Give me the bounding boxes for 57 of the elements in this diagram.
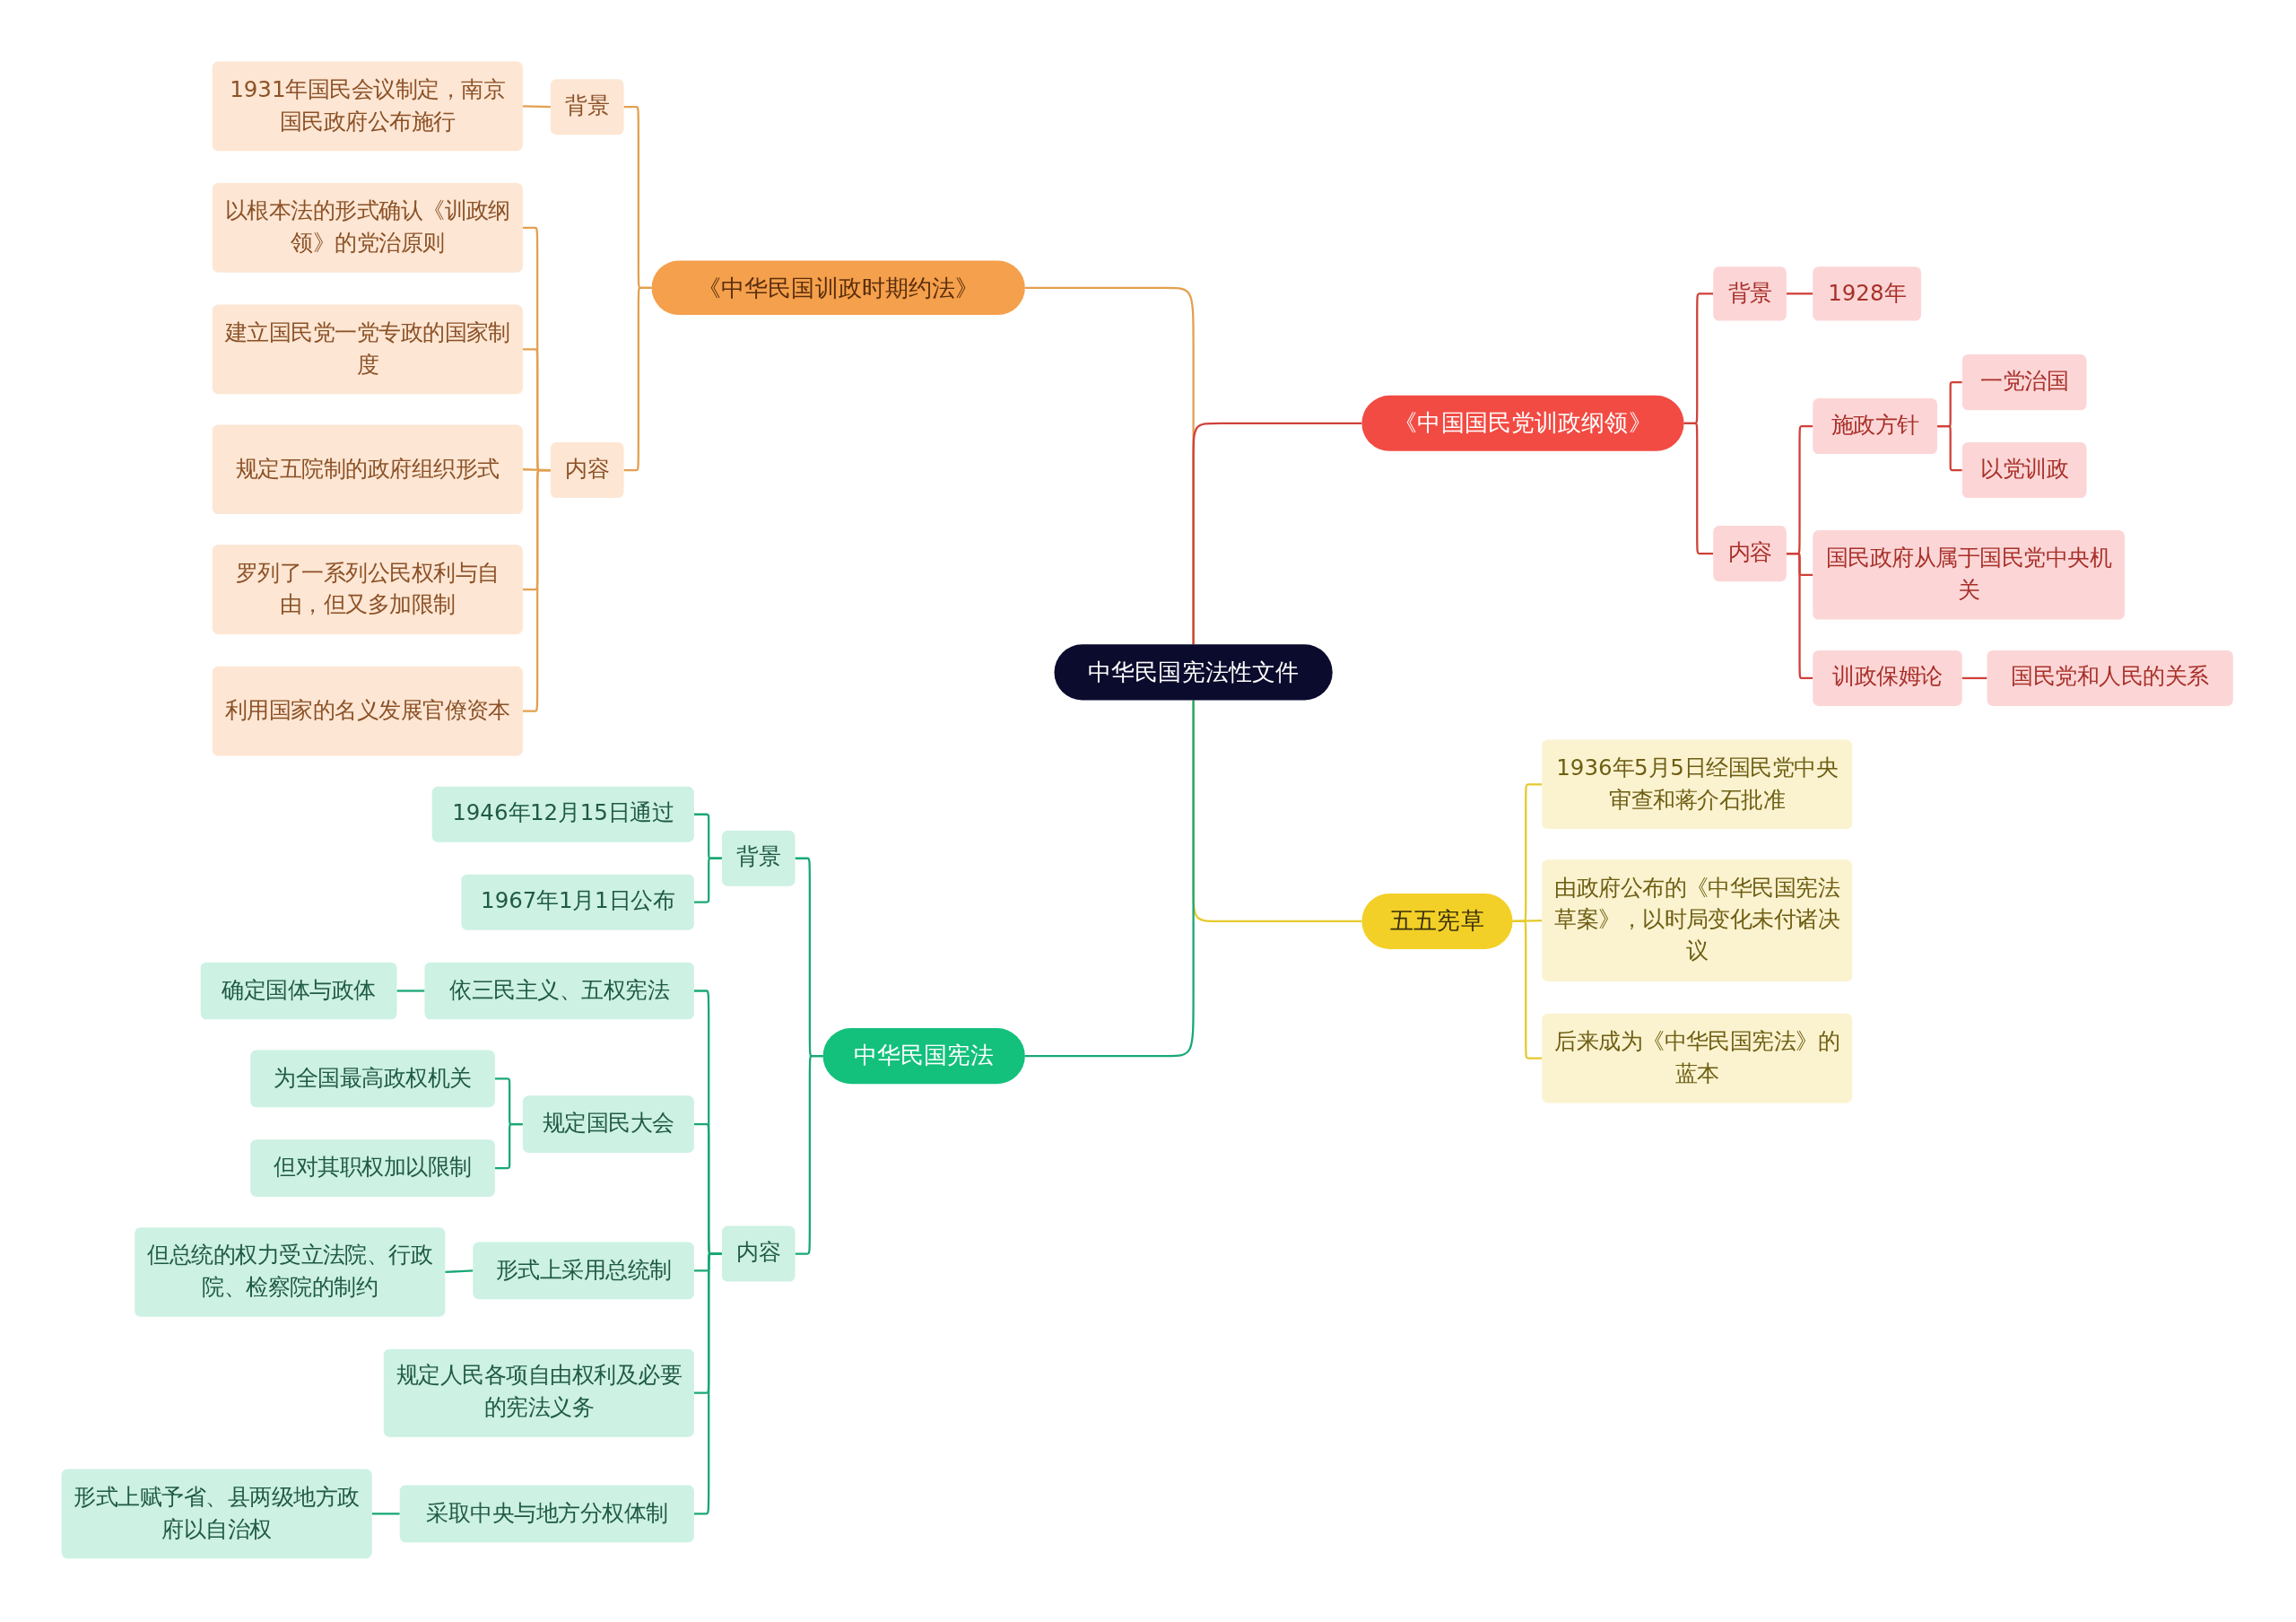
subtopic: 由政府公布的《中华民国宪法草案》，以时局变化未付诸决议 bbox=[1542, 859, 1853, 981]
connector-line bbox=[693, 857, 722, 903]
subtopic: 规定人民各项自由权利及必要的宪法义务 bbox=[383, 1348, 694, 1437]
connector-line bbox=[1192, 422, 1362, 645]
connector-line bbox=[1024, 700, 1195, 1058]
subtopic: 内容 bbox=[721, 1225, 796, 1282]
connector-line bbox=[396, 990, 425, 992]
subtopic: 确定国体与政体 bbox=[200, 962, 397, 1020]
subtopic: 规定国民大会 bbox=[522, 1095, 694, 1153]
connector-line bbox=[623, 286, 652, 472]
subtopic: 采取中央与地方分权体制 bbox=[399, 1485, 694, 1543]
connector-line bbox=[1961, 676, 1987, 680]
connector-line bbox=[1786, 292, 1813, 295]
connector-line bbox=[795, 1055, 823, 1255]
connector-line bbox=[522, 105, 551, 109]
subtopic: 罗列了一系列公民权利与自由，但又多加限制 bbox=[212, 545, 523, 634]
subtopic: 以根本法的形式确认《训政纲领》的党治原则 bbox=[212, 183, 523, 273]
central-topic: 中华民国宪法性文件 bbox=[1054, 644, 1333, 701]
subtopic: 背景 bbox=[1713, 266, 1787, 321]
subtopic: 形式上采用总统制 bbox=[473, 1242, 694, 1300]
subtopic: 内容 bbox=[550, 442, 624, 499]
subtopic: 国民党和人民的关系 bbox=[1987, 650, 2233, 706]
subtopic: 但总统的权力受立法院、行政院、检察院的制约 bbox=[135, 1227, 446, 1317]
subtopic: 国民政府从属于国民党中央机关 bbox=[1813, 530, 2125, 620]
connector-line bbox=[445, 1269, 474, 1274]
connector-line bbox=[1786, 553, 1813, 680]
connector-line bbox=[1683, 422, 1714, 555]
subtopic: 以党训政 bbox=[1961, 442, 2087, 499]
subtopic: 形式上赋予省、县两级地方政府以自治权 bbox=[61, 1469, 372, 1559]
main-topic: 五五宪草 bbox=[1361, 893, 1513, 949]
main-topic: 中华民国宪法 bbox=[822, 1028, 1025, 1085]
subtopic: 内容 bbox=[1713, 526, 1787, 582]
connector-line bbox=[1937, 424, 1962, 472]
connector-line bbox=[693, 1252, 722, 1515]
subtopic: 为全国最高政权机关 bbox=[250, 1050, 495, 1108]
subtopic: 背景 bbox=[721, 830, 796, 886]
connector-line bbox=[522, 468, 551, 712]
subtopic: 1967年1月1日公布 bbox=[461, 874, 694, 930]
subtopic: 后来成为《中华民国宪法》的蓝本 bbox=[1542, 1013, 1853, 1103]
subtopic: 训政保姆论 bbox=[1813, 650, 1962, 706]
main-topic: 《中国国民党训政纲领》 bbox=[1361, 395, 1684, 451]
subtopic: 施政方针 bbox=[1813, 398, 1937, 455]
connector-line bbox=[494, 1122, 523, 1170]
subtopic: 规定五院制的政府组织形式 bbox=[212, 424, 523, 515]
subtopic: 一党治国 bbox=[1961, 354, 2087, 411]
subtopic: 利用国家的名义发展官僚资本 bbox=[212, 666, 523, 756]
subtopic: 1928年 bbox=[1813, 266, 1922, 321]
subtopic: 1946年12月15日通过 bbox=[431, 786, 694, 842]
subtopic: 1931年国民会议制定，南京国民政府公布施行 bbox=[212, 61, 523, 152]
subtopic: 建立国民党一党专政的国家制度 bbox=[212, 304, 523, 395]
subtopic: 依三民主义、五权宪法 bbox=[424, 962, 694, 1020]
subtopic: 但对其职权加以限制 bbox=[250, 1139, 495, 1197]
subtopic: 1936年5月5日经国民党中央审查和蒋介石批准 bbox=[1542, 739, 1853, 830]
connector-line bbox=[1512, 920, 1543, 1060]
subtopic: 背景 bbox=[550, 79, 624, 135]
main-topic: 《中华民国训政时期约法》 bbox=[651, 260, 1025, 315]
connector-line bbox=[371, 1513, 400, 1515]
